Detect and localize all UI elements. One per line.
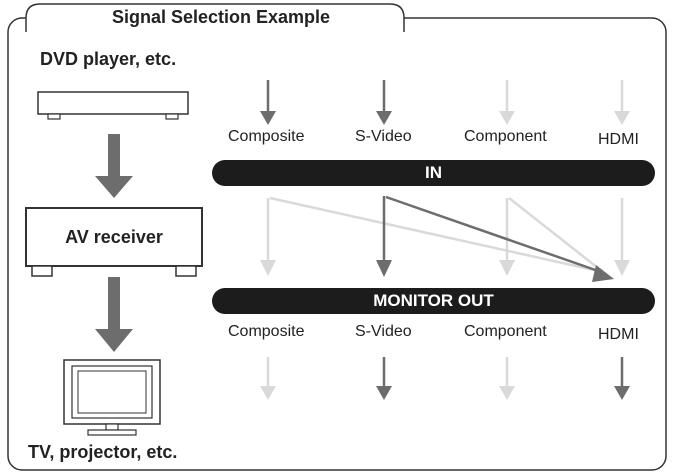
routing-arrows [260,195,630,282]
output-arrow-s-video [376,357,392,400]
display-device-label: TV, projector, etc. [28,442,178,462]
input-label-composite: Composite [228,128,305,145]
input-arrow-component [499,80,515,125]
dvd-player-icon [37,91,189,120]
arrow-receiver-to-display [95,277,133,352]
receiver-label: AV receiver [65,227,163,247]
in-bar [212,160,655,186]
input-label-component: Component [464,128,547,145]
output-label-composite: Composite [228,323,305,340]
source-device-label: DVD player, etc. [40,49,177,69]
output-label-component: Component [464,323,547,340]
title-tab-gap [27,17,403,20]
output-arrow-composite [260,357,276,400]
output-arrow-hdmi [614,357,630,400]
monitor-out-bar-label: MONITOR OUT [373,291,494,310]
monitor-out-bar [212,288,655,314]
arrow-source-to-receiver [95,134,133,198]
tv-icon [63,359,161,436]
output-label-s-video: S-Video [355,323,412,340]
output-arrow-component [499,357,515,400]
input-label-s-video: S-Video [355,128,412,145]
input-label-hdmi: HDMI [598,131,639,148]
input-arrow-s-video [376,80,392,125]
input-arrow-hdmi [614,80,630,125]
input-arrow-composite [260,80,276,125]
output-label-hdmi: HDMI [598,326,639,343]
diagram-title: Signal Selection Example [111,7,331,27]
av-receiver-icon [25,207,203,277]
in-bar-label: IN [425,163,442,182]
